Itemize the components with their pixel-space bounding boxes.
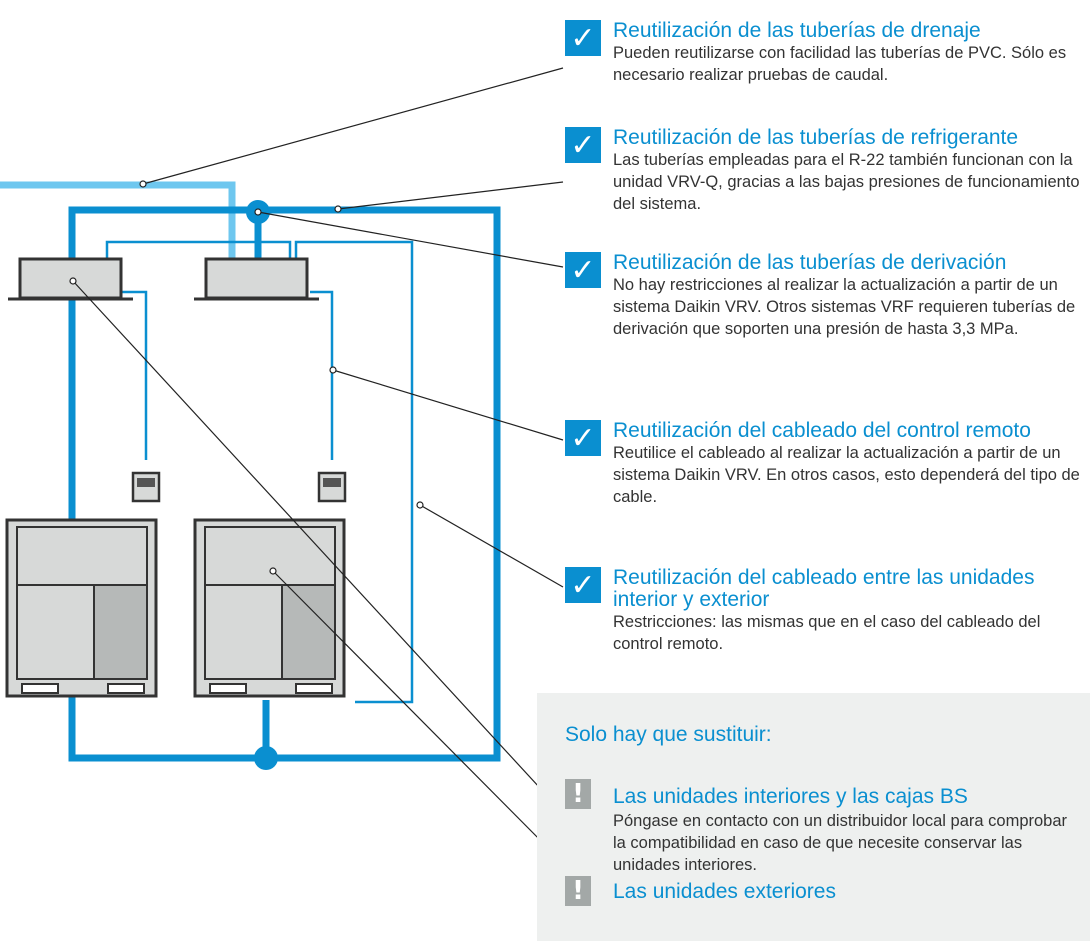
replace-item-desc: Póngase en contacto con un distribuidor …: [613, 812, 1068, 874]
reuse-item-drain: ✓ Reutilización de las tuberías de drena…: [565, 20, 1085, 86]
check-icon: ✓: [565, 567, 601, 603]
reuse-item-remote-wiring: ✓ Reutilización del cableado del control…: [565, 420, 1085, 508]
reuse-item-unit-wiring: ✓ Reutilización del cableado entre las u…: [565, 567, 1085, 655]
reuse-item-desc: Reutilice el cableado al realizar la act…: [613, 444, 1080, 506]
reuse-item-branch: ✓ Reutilización de las tuberías de deriv…: [565, 252, 1085, 340]
reuse-item-title: Reutilización de las tuberías de refrige…: [613, 126, 1019, 149]
reuse-item-desc: Las tuberías empleadas para el R-22 tamb…: [613, 151, 1080, 213]
warning-icon: !: [565, 876, 591, 906]
wiring: [105, 240, 414, 704]
branch-joint-bottom: [254, 746, 278, 770]
reuse-item-desc: Restricciones: las mismas que en el caso…: [613, 613, 1041, 653]
reuse-item-title: Reutilización del cableado entre las uni…: [613, 566, 1035, 611]
check-icon: ✓: [565, 420, 601, 456]
warning-icon: !: [565, 779, 591, 809]
remote-controller-left: [131, 471, 161, 503]
indoor-unit-right: [194, 257, 319, 301]
outdoor-unit-left: [5, 518, 158, 698]
drain-pipe: [0, 181, 236, 260]
reuse-item-desc: Pueden reutilizarse con facilidad las tu…: [613, 44, 1067, 84]
reuse-item-title: Reutilización de las tuberías de drenaje: [613, 19, 981, 42]
check-icon: ✓: [565, 127, 601, 163]
outdoor-unit-right: [193, 518, 346, 698]
check-icon: ✓: [565, 252, 601, 288]
check-icon: ✓: [565, 20, 601, 56]
replace-item-title: Las unidades exteriores: [613, 880, 836, 903]
replace-heading: Solo hay que sustituir:: [565, 723, 772, 746]
reuse-item-desc: No hay restricciones al realizar la actu…: [613, 276, 1076, 338]
leader-dots: [69, 180, 424, 575]
leader-lines: [72, 67, 564, 854]
remote-controller-right: [317, 471, 347, 503]
replace-panel: Solo hay que sustituir: ! Las unidades i…: [537, 693, 1090, 941]
reuse-item-title: Reutilización del cableado del control r…: [613, 419, 1031, 442]
replace-item-title: Las unidades interiores y las cajas BS: [613, 785, 968, 808]
reuse-item-refrigerant: ✓ Reutilización de las tuberías de refri…: [565, 127, 1085, 215]
reuse-item-title: Reutilización de las tuberías de derivac…: [613, 251, 1007, 274]
